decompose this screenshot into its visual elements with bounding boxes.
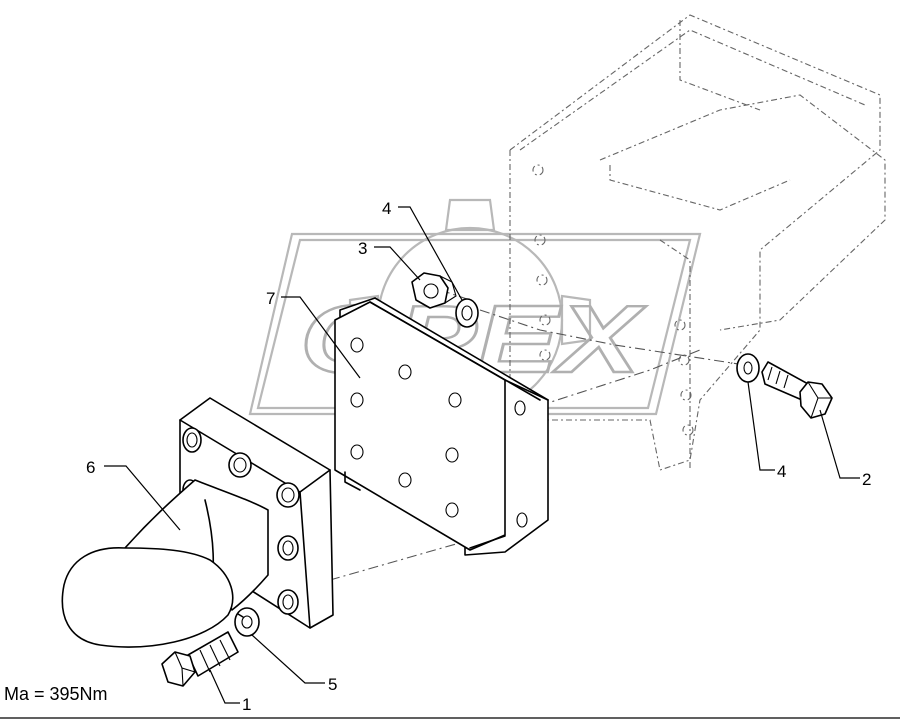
callout-4-right: 4 xyxy=(777,462,786,481)
callout-3: 3 xyxy=(358,239,367,258)
leader-4-right xyxy=(747,381,775,471)
callout-2: 2 xyxy=(862,470,871,489)
leader-1 xyxy=(209,669,240,704)
callout-4-upper: 4 xyxy=(382,199,391,218)
torque-note: Ma = 395Nm xyxy=(4,684,108,704)
leader-2 xyxy=(819,409,860,479)
mounting-plate xyxy=(334,297,549,556)
washer-upper xyxy=(455,298,479,328)
leader-7 xyxy=(281,296,361,379)
leader-3 xyxy=(374,246,421,281)
bolt-right xyxy=(761,361,833,419)
washer-right xyxy=(736,353,760,383)
leader-lines xyxy=(104,206,860,704)
callout-6: 6 xyxy=(86,458,95,477)
vehicle-frame xyxy=(509,14,886,471)
towing-hitch xyxy=(61,397,334,648)
lock-washer xyxy=(234,607,260,637)
leader-4-upper xyxy=(398,206,463,301)
callout-1: 1 xyxy=(242,695,251,714)
callout-5: 5 xyxy=(328,675,337,694)
callout-7: 7 xyxy=(266,289,275,308)
hex-nut xyxy=(411,272,457,309)
bolt-lower xyxy=(161,631,239,687)
callout-labels: 1 2 3 4 4 5 6 7 xyxy=(86,199,871,714)
leader-5 xyxy=(251,634,325,684)
plate-bolt-holes xyxy=(350,337,528,528)
leader-6 xyxy=(104,465,181,531)
